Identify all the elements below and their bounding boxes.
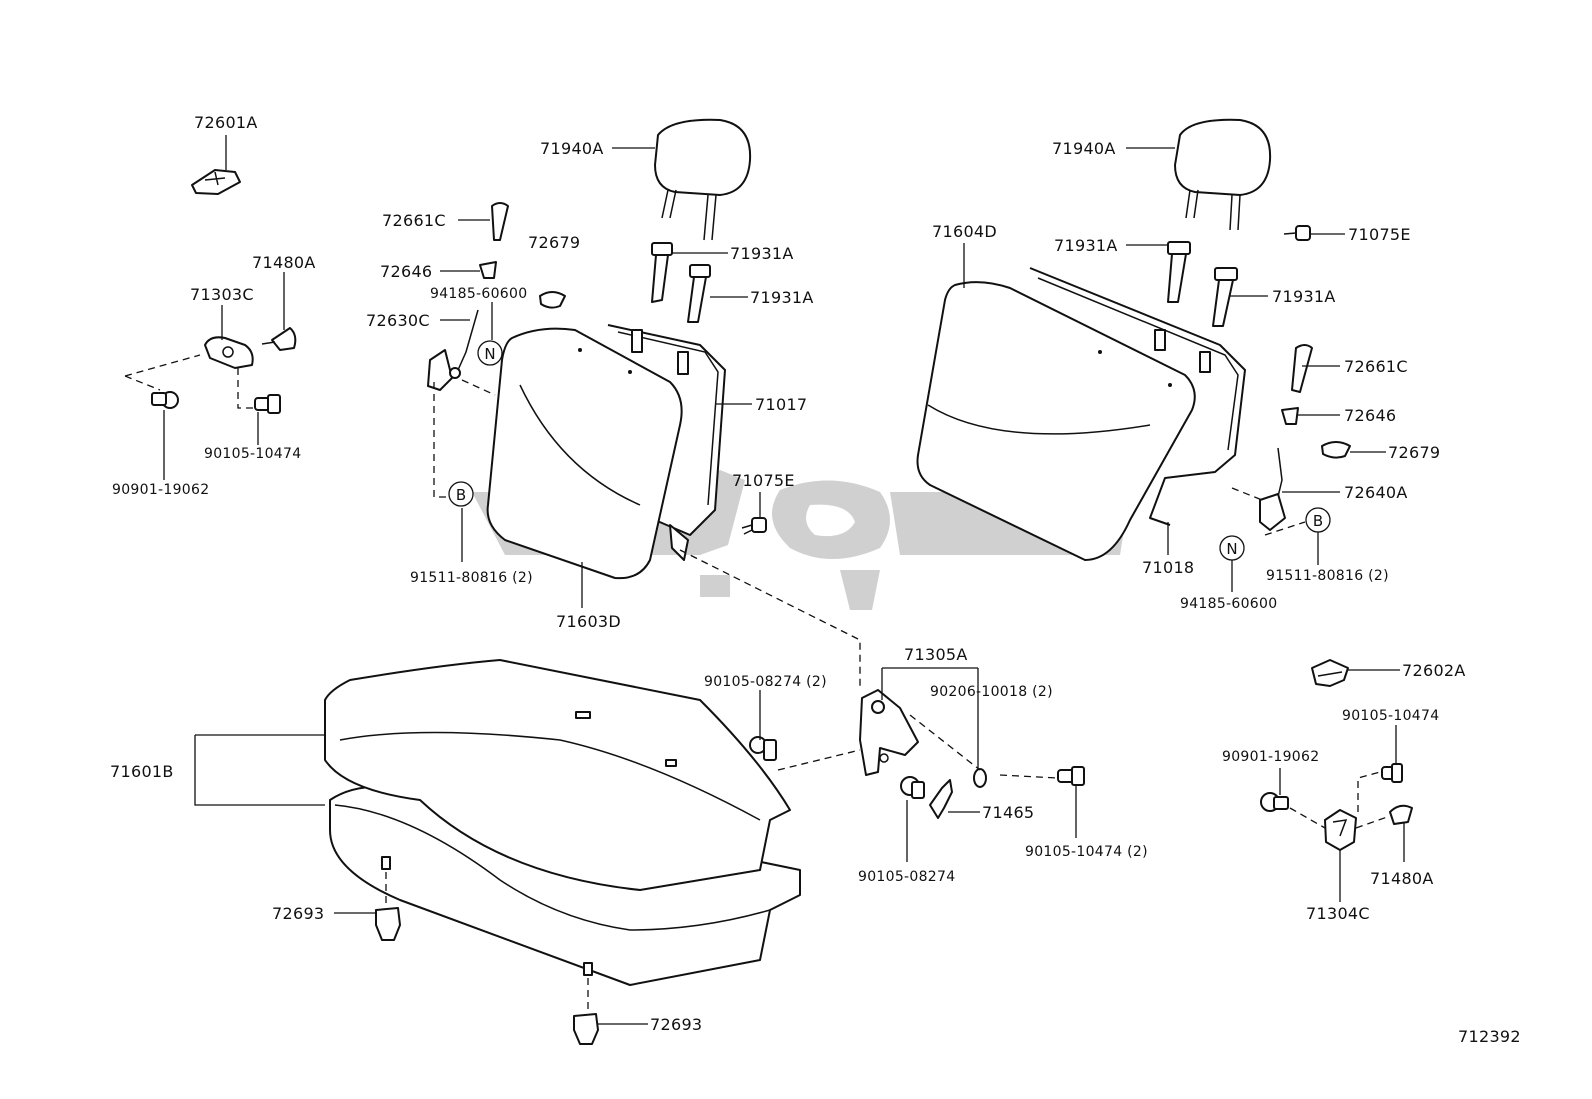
label-71931A-left-2: 71931A — [750, 288, 814, 307]
label-71940A-left: 71940A — [540, 139, 604, 158]
label-94185-60600-left: 94185-60600 — [430, 286, 527, 302]
label-71303C: 71303C — [190, 285, 254, 304]
part-71603D-seatback-left — [486, 327, 683, 580]
part-labels: 72601A 71480A 71303C 90105-10474 90901-1… — [110, 113, 1521, 1046]
label-71931A-left-1: 71931A — [730, 244, 794, 263]
label-71931A-right-2: 71931A — [1272, 287, 1336, 306]
label-71480A-right: 71480A — [1370, 869, 1434, 888]
label-91511-80816-left: 91511-80816 (2) — [410, 570, 533, 586]
part-71075E-left — [741, 517, 767, 535]
label-72601A: 72601A — [194, 113, 258, 132]
label-90901-19062-right: 90901-19062 — [1222, 749, 1319, 765]
part-72661C-left — [491, 202, 509, 241]
label-71018: 71018 — [1142, 558, 1194, 577]
label-72646-right: 72646 — [1344, 406, 1396, 425]
bolt-90105-10474-right — [1381, 763, 1403, 783]
bolt-90901-19062-left — [151, 391, 179, 409]
label-71017: 71017 — [755, 395, 807, 414]
part-71601B-cushion — [324, 659, 801, 986]
part-71931A-guide-left-1 — [651, 242, 673, 303]
label-90206-10018: 90206-10018 (2) — [930, 684, 1053, 700]
label-91511-80816-right: 91511-80816 (2) — [1266, 568, 1389, 584]
part-72602A-bracket — [1311, 659, 1349, 687]
svg-text:N: N — [484, 345, 495, 363]
label-diagram-id: 712392 — [1458, 1027, 1521, 1046]
part-72630C-lock-left — [427, 309, 479, 391]
leader-lines — [163, 135, 1405, 1025]
part-71304C-bracket — [1324, 809, 1357, 851]
part-71931A-guide-right-1 — [1167, 241, 1191, 303]
part-71604D-seatback-right — [916, 281, 1196, 561]
label-72661C-left: 72661C — [382, 211, 446, 230]
label-71075E-left: 71075E — [732, 471, 795, 490]
label-90901-19062-left: 90901-19062 — [112, 482, 209, 498]
svg-text:B: B — [456, 486, 466, 504]
part-72693-clip-a — [375, 907, 401, 941]
label-72679-left: 72679 — [528, 233, 580, 252]
part-71075E-right — [1283, 225, 1311, 241]
label-71931A-right-1: 71931A — [1054, 236, 1118, 255]
part-71303C — [204, 336, 254, 369]
label-90105-10474-left: 90105-10474 — [204, 446, 301, 462]
label-94185-60600-right: 94185-60600 — [1180, 596, 1277, 612]
label-72693-a: 72693 — [272, 904, 324, 923]
part-71465-lever — [929, 779, 953, 819]
label-71305A: 71305A — [904, 645, 968, 664]
bolt-90901-19062-right — [1260, 792, 1289, 812]
label-72630C: 72630C — [366, 311, 430, 330]
label-71601B: 71601B — [110, 762, 174, 781]
label-72693-b: 72693 — [650, 1015, 702, 1034]
label-71603D: 71603D — [556, 612, 621, 631]
part-71940A-headrest-left — [654, 118, 752, 241]
bolt-90105-08274-2 — [749, 736, 777, 761]
label-72640A: 72640A — [1344, 483, 1408, 502]
part-71305A-hinge — [859, 689, 919, 776]
part-72661C-right — [1291, 344, 1313, 393]
label-90105-08274-2: 90105-08274 (2) — [704, 674, 827, 690]
part-72640A-lock-right — [1259, 447, 1286, 531]
label-71480A-left: 71480A — [252, 253, 316, 272]
label-72646-left: 72646 — [380, 262, 432, 281]
part-71931A-guide-right-2 — [1212, 267, 1238, 327]
callout-N-right: N — [1219, 535, 1245, 561]
callout-B-right: B — [1305, 507, 1331, 533]
label-71604D: 71604D — [932, 222, 997, 241]
label-71465: 71465 — [982, 803, 1034, 822]
label-72661C-right: 72661C — [1344, 357, 1408, 376]
bolt-90105-10474-left — [254, 394, 281, 414]
part-72693-clip-b — [573, 1013, 599, 1045]
label-71304C: 71304C — [1306, 904, 1370, 923]
part-72646-left — [479, 261, 497, 279]
svg-text:N: N — [1226, 540, 1237, 558]
label-72602A: 72602A — [1402, 661, 1466, 680]
part-72679-right — [1321, 441, 1351, 459]
callout-N-left: N — [477, 340, 503, 366]
bolt-90105-08274 — [900, 776, 925, 799]
part-72601A — [191, 169, 241, 195]
part-72646-right — [1281, 407, 1299, 425]
part-71480A-right — [1389, 804, 1413, 825]
part-72679-left — [539, 291, 566, 309]
label-71940A-right: 71940A — [1052, 139, 1116, 158]
label-72679-right: 72679 — [1388, 443, 1440, 462]
label-90105-10474-right: 90105-10474 — [1342, 708, 1439, 724]
bolt-90105-10474-2 — [1057, 766, 1085, 786]
part-90206-10018-washer — [973, 768, 987, 788]
label-90105-08274: 90105-08274 — [858, 869, 955, 885]
part-71940A-headrest-right — [1174, 118, 1272, 231]
label-90105-10474-2: 90105-10474 (2) — [1025, 844, 1148, 860]
part-71480A-left — [261, 327, 297, 351]
svg-text:B: B — [1313, 512, 1323, 530]
callout-B-left: B — [448, 481, 474, 507]
label-71075E-right: 71075E — [1348, 225, 1411, 244]
part-71931A-guide-left-2 — [687, 264, 711, 323]
